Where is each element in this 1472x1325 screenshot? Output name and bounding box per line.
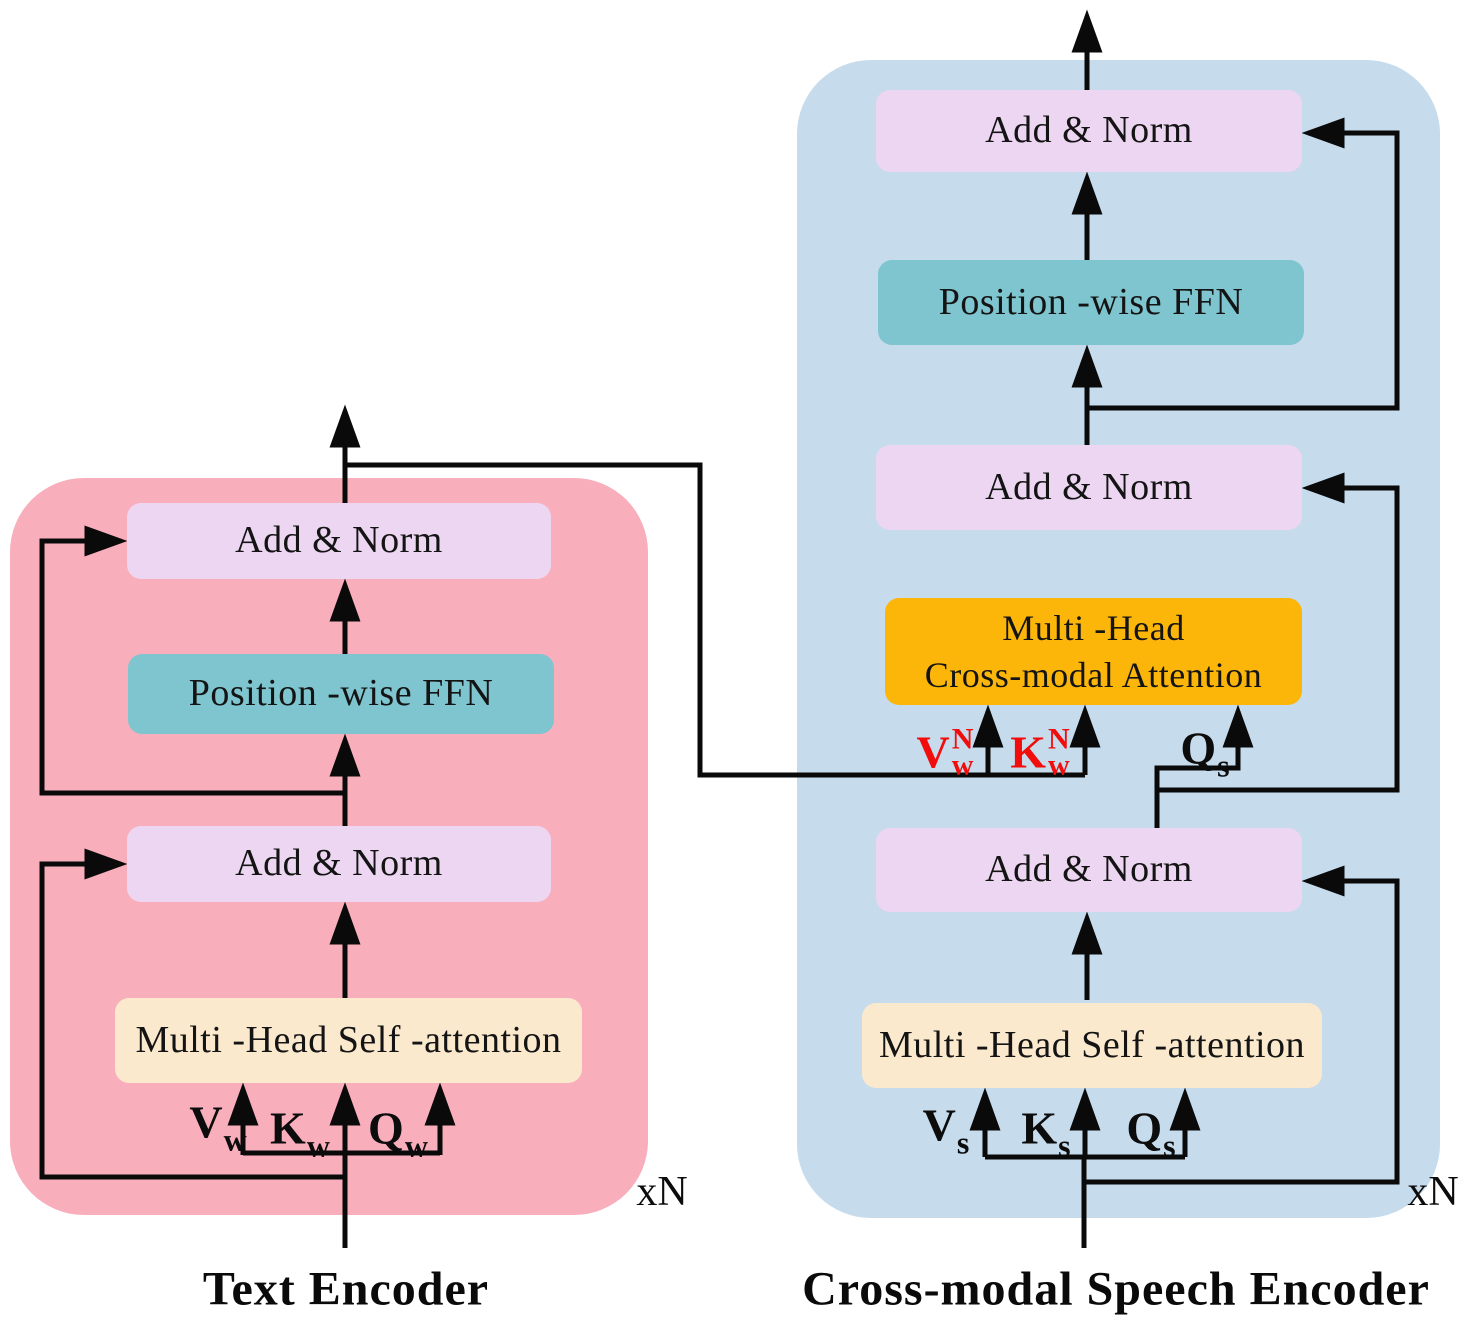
text-self-attention-label: Multi -Head Self -attention <box>135 1018 562 1061</box>
k-glyph: K <box>270 1102 306 1154</box>
text-self-attention-box: Multi -Head Self -attention <box>115 998 582 1083</box>
text-add-norm-bottom-box: Add & Norm <box>127 826 551 902</box>
k-scripts: N w <box>1048 724 1070 781</box>
text-input-label-v: Vw <box>189 1096 246 1158</box>
v-glyph: V <box>916 726 950 778</box>
speech-add-norm-top-box: Add & Norm <box>876 90 1302 172</box>
v-subscript: w <box>223 1121 247 1158</box>
speech-input-label-v: Vs <box>922 1099 970 1161</box>
speech-cross-attention-line2: Cross-modal Attention <box>924 654 1263 695</box>
speech-input-label-q: Qs <box>1126 1102 1175 1164</box>
cross-input-label-qs: Qs <box>1180 722 1229 784</box>
text-add-norm-top-box: Add & Norm <box>127 503 551 579</box>
text-add-norm-top-label: Add & Norm <box>235 519 443 562</box>
v-subscript: s <box>956 1124 970 1161</box>
q-glyph: Q <box>1126 1102 1163 1154</box>
speech-self-attention-label: Multi -Head Self -attention <box>878 1023 1306 1066</box>
speech-add-norm-top-label: Add & Norm <box>985 109 1193 152</box>
speech-ffn-label: Position -wise FFN <box>938 280 1244 323</box>
speech-add-norm-mid-box: Add & Norm <box>876 445 1302 530</box>
q-subscript: w <box>404 1127 428 1164</box>
text-input-label-q: Qw <box>368 1102 428 1164</box>
k-glyph: K <box>1021 1102 1058 1154</box>
cross-input-label-vw: V N w <box>916 724 974 781</box>
text-ffn-label: Position -wise FFN <box>188 672 494 715</box>
speech-add-norm-bottom-label: Add & Norm <box>985 848 1193 891</box>
speech-encoder-repeat-label: xN <box>1407 1169 1459 1215</box>
speech-add-norm-bottom-box: Add & Norm <box>876 828 1302 912</box>
speech-ffn-box: Position -wise FFN <box>878 260 1304 345</box>
v-glyph: V <box>189 1096 223 1148</box>
speech-input-label-k: Ks <box>1021 1102 1070 1164</box>
speech-add-norm-mid-label: Add & Norm <box>985 465 1193 508</box>
k-subscript: w <box>1048 748 1070 781</box>
q-subscript: s <box>1217 747 1230 784</box>
v-scripts: N w <box>951 724 974 781</box>
text-add-norm-bottom-label: Add & Norm <box>235 842 443 885</box>
speech-self-attention-box: Multi -Head Self -attention <box>862 1003 1322 1088</box>
text-encoder-title: Text Encoder <box>202 1262 490 1316</box>
k-subscript: s <box>1058 1127 1071 1164</box>
text-ffn-box: Position -wise FFN <box>128 654 554 734</box>
v-glyph: V <box>922 1099 956 1151</box>
k-glyph: K <box>1010 726 1047 778</box>
q-glyph: Q <box>1180 722 1217 774</box>
speech-cross-attention-line1: Multi -Head <box>1002 607 1185 648</box>
q-glyph: Q <box>368 1102 404 1154</box>
q-subscript: s <box>1163 1127 1176 1164</box>
speech-encoder-title: Cross-modal Speech Encoder <box>802 1262 1430 1316</box>
v-subscript: w <box>951 748 974 781</box>
speech-cross-attention-box: Multi -Head Cross-modal Attention <box>885 598 1302 705</box>
cross-input-label-kw: K N w <box>1010 724 1070 781</box>
k-subscript: w <box>306 1127 330 1164</box>
text-input-label-k: Kw <box>270 1102 330 1164</box>
text-encoder-repeat-label: xN <box>636 1169 688 1215</box>
